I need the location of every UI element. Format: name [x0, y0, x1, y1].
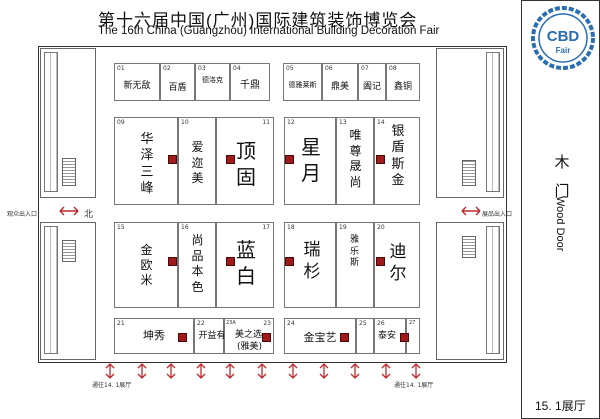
north-label: 北	[84, 210, 94, 220]
booth-13[interactable]: 13 唯尊晟尚	[336, 117, 374, 205]
booth-05[interactable]: 05 德雅莱斯	[283, 63, 322, 101]
hall-label: 15. 1展厅	[535, 399, 586, 413]
booth-marker	[285, 155, 294, 164]
booth-06[interactable]: 06 鼎美	[322, 63, 358, 101]
page-title: 第十六届中国(广州)国际建筑装饰博览会	[98, 11, 418, 30]
booth-marker	[400, 333, 409, 342]
right-service-block-bottom	[436, 222, 504, 360]
left-service-block-top	[40, 48, 96, 198]
booth-16[interactable]: 16 尚品本色	[178, 222, 216, 308]
booth-17[interactable]: 17 蓝白	[216, 222, 274, 308]
right-column-bottom	[486, 226, 500, 354]
booth-marker	[376, 155, 385, 164]
visitor-entrance-label: 观众出入口	[7, 211, 38, 218]
booth-10[interactable]: 10 爱迩美	[178, 117, 216, 205]
booth-marker	[262, 333, 271, 342]
right-entrance-arrow	[461, 206, 481, 216]
left-column-top	[44, 52, 58, 192]
right-column-top	[486, 52, 500, 192]
booth-marker	[340, 333, 349, 342]
right-stairs-bottom	[462, 236, 476, 258]
bottom-passage-arrows	[105, 363, 421, 379]
booth-02[interactable]: 02 百盾	[160, 63, 195, 101]
right-service-block-top	[436, 48, 504, 198]
passage-label-left: 通往14. 1展厅	[92, 382, 132, 389]
wood-door-label-cn: 木门	[554, 153, 570, 200]
booth-14[interactable]: 14 银盾斯金	[374, 117, 420, 205]
booth-23a[interactable]: 23A	[224, 318, 236, 354]
booth-01[interactable]: 01 新无敌	[114, 63, 160, 101]
sidebar-outline	[521, 0, 600, 419]
booth-marker	[226, 155, 235, 164]
booth-15[interactable]: 15 金欧米	[114, 222, 178, 308]
booth-08[interactable]: 08 鑫铜	[386, 63, 420, 101]
booth-marker	[168, 155, 177, 164]
booth-09[interactable]: 09 华泽三峰	[114, 117, 178, 205]
booth-marker	[168, 257, 177, 266]
passage-label-right: 通往14. 1展厅	[394, 382, 434, 389]
booth-marker	[226, 257, 235, 266]
booth-25[interactable]: 25	[356, 318, 374, 354]
svg-text:CBD: CBD	[547, 28, 580, 45]
left-stairs-bottom	[62, 240, 76, 262]
booth-11[interactable]: 11 顶固	[216, 117, 274, 205]
booth-marker	[285, 257, 294, 266]
booth-21[interactable]: 21 坤秀	[114, 318, 194, 354]
hall-outline	[38, 46, 507, 363]
left-stairs-top	[62, 158, 76, 186]
booth-19[interactable]: 19 雅乐斯	[336, 222, 374, 308]
booth-03[interactable]: 03 德洛克	[195, 63, 230, 101]
left-service-block-bottom	[40, 222, 96, 360]
left-entrance-arrow	[59, 206, 79, 216]
page-subtitle: The 16th China (Guangzhou) International…	[98, 25, 440, 37]
booth-20[interactable]: 20 迪尔	[374, 222, 420, 308]
booth-22[interactable]: 22 开益有	[194, 318, 226, 354]
cbd-fair-logo: CBD Fair	[531, 6, 595, 70]
exhibit-entrance-label: 展品出入口	[482, 211, 513, 218]
booth-marker	[178, 333, 187, 342]
booth-07[interactable]: 07 阖记	[358, 63, 386, 101]
booth-marker	[376, 257, 385, 266]
info-sidebar: CBD Fair 木门 Wood Door	[521, 0, 600, 419]
right-stairs-top	[462, 160, 476, 186]
svg-text:Fair: Fair	[556, 46, 571, 55]
left-column-bottom	[44, 226, 58, 354]
booth-04[interactable]: 04 千鼎	[230, 63, 270, 101]
